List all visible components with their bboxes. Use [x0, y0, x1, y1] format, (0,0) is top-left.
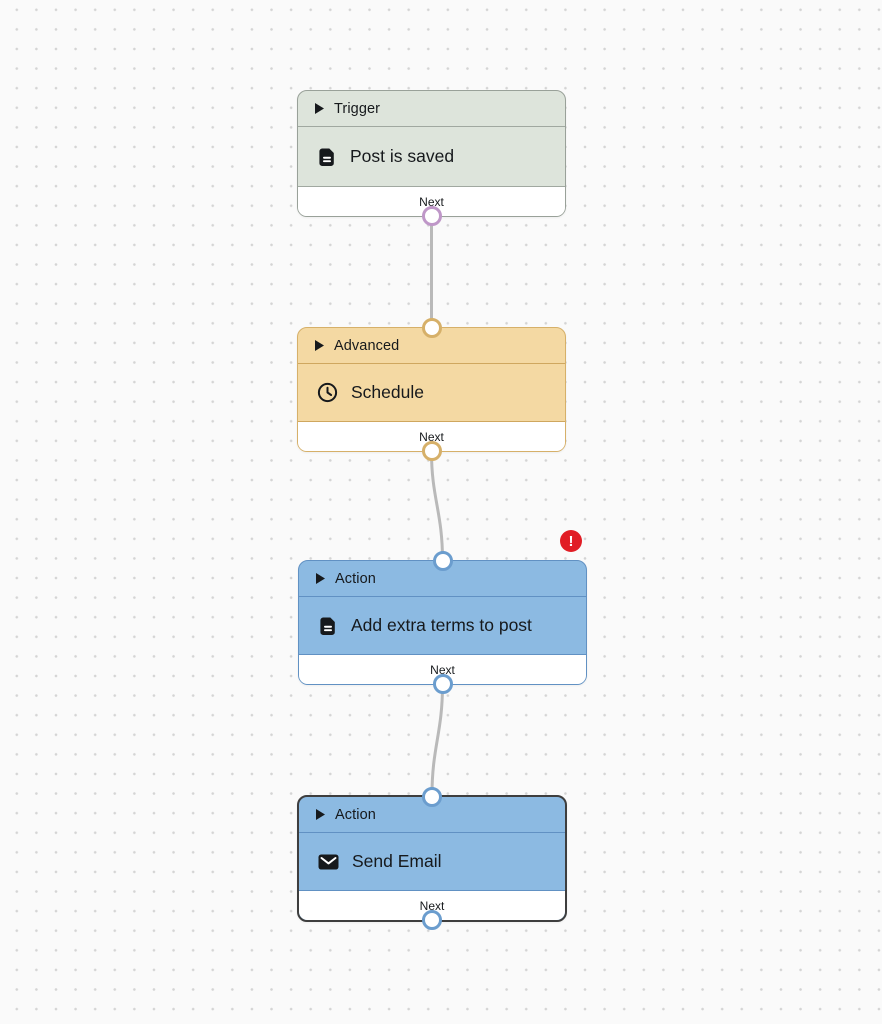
play-icon	[315, 103, 324, 114]
workflow-node-advanced[interactable]: Advanced Schedule Next	[297, 318, 566, 461]
node-body[interactable]: Send Email	[299, 833, 565, 890]
node-header[interactable]: Advanced	[298, 328, 565, 364]
input-port[interactable]	[432, 551, 453, 571]
play-icon	[315, 340, 324, 351]
output-port[interactable]	[432, 674, 453, 694]
input-port[interactable]	[421, 318, 442, 338]
play-icon	[316, 573, 325, 584]
play-icon	[316, 809, 325, 820]
node-footer: Next	[299, 654, 586, 684]
node-title: Send Email	[352, 851, 442, 871]
node-category-label: Trigger	[334, 100, 381, 117]
input-port[interactable]	[422, 787, 442, 807]
workflow-node-action-send-email[interactable]: Action Send Email Next	[297, 787, 567, 930]
node-category-label: Advanced	[334, 337, 400, 354]
node-header[interactable]: Action	[299, 561, 586, 597]
node-body[interactable]: Schedule	[298, 364, 565, 421]
node-body[interactable]: Add extra terms to post	[299, 597, 586, 654]
output-port[interactable]	[421, 206, 442, 226]
output-port[interactable]	[421, 441, 442, 461]
node-footer: Next	[298, 186, 565, 216]
next-label: Next	[419, 429, 444, 444]
node-category-label: Action	[335, 806, 376, 823]
workflow-node-trigger[interactable]: Trigger Post is saved Next	[297, 90, 566, 226]
node-header[interactable]: Action	[299, 797, 565, 833]
node-footer: Next	[298, 421, 565, 451]
next-label: Next	[430, 662, 455, 677]
clock-icon	[317, 382, 338, 403]
exclamation-icon: !	[568, 532, 574, 550]
node-title: Post is saved	[350, 146, 455, 166]
node-title: Add extra terms to post	[351, 615, 532, 635]
error-badge[interactable]: !	[560, 530, 582, 552]
connector-action1-to-action2	[430, 684, 444, 796]
document-icon	[317, 147, 337, 167]
next-label: Next	[419, 898, 445, 913]
node-header[interactable]: Trigger	[298, 91, 565, 127]
node-title: Schedule	[351, 382, 424, 402]
node-category-label: Action	[335, 570, 376, 587]
connector-advanced-to-action1	[430, 451, 444, 561]
output-port[interactable]	[422, 910, 442, 930]
node-body[interactable]: Post is saved	[298, 127, 565, 186]
document-icon	[318, 616, 338, 636]
envelope-icon	[318, 854, 339, 870]
workflow-node-action-add-terms[interactable]: Action Add extra terms to post Next	[298, 551, 587, 694]
next-label: Next	[419, 194, 444, 209]
